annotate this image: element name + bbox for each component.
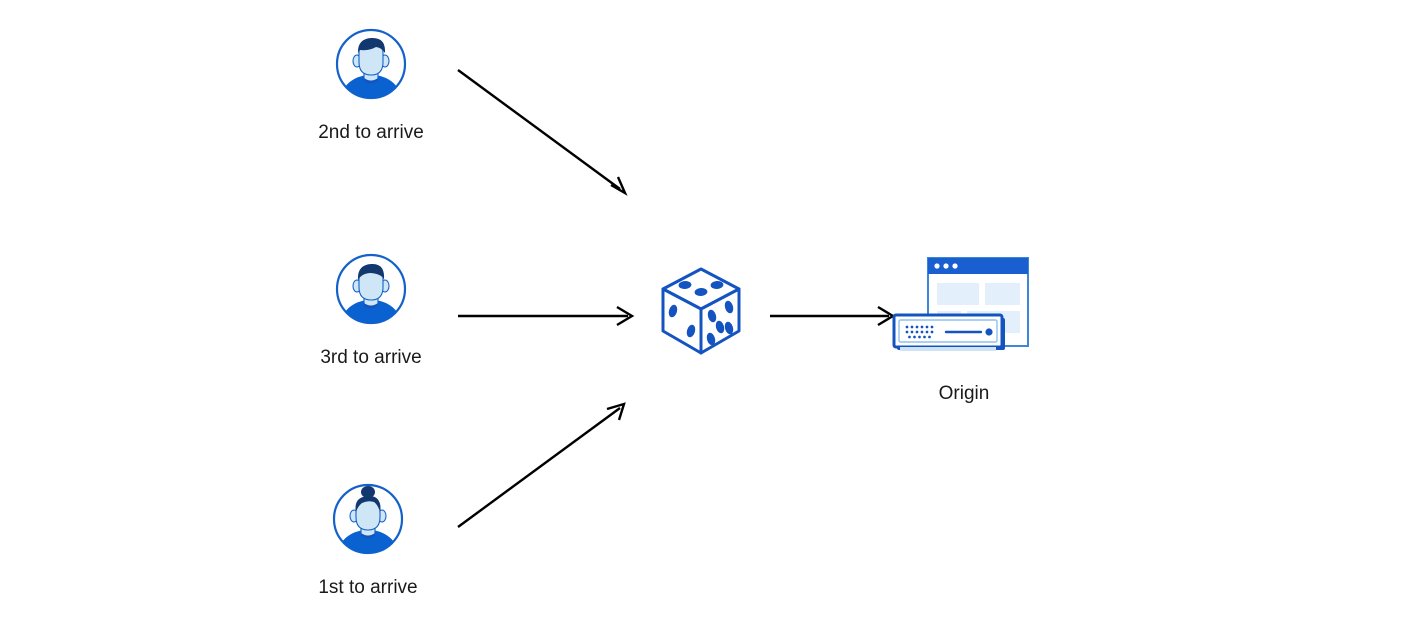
user-avatar-icon: [330, 481, 406, 562]
node-load-balancer-dice[interactable]: [651, 261, 751, 366]
client-third-label: 3rd to arrive: [320, 347, 422, 368]
origin-label: Origin: [938, 383, 990, 404]
arrow-dice-to-origin: [770, 305, 896, 327]
node-client-third[interactable]: 3rd to arrive: [297, 251, 445, 367]
user-avatar-icon: [333, 251, 409, 332]
arrow-second-to-dice: [457, 69, 628, 196]
node-origin-server[interactable]: Origin: [884, 252, 1044, 403]
node-client-first[interactable]: 1st to arrive: [294, 481, 442, 597]
server-device: [892, 313, 1005, 351]
dice-icon: [651, 261, 751, 366]
client-first-label: 1st to arrive: [318, 577, 418, 598]
node-client-second[interactable]: 2nd to arrive: [297, 26, 445, 142]
client-second-label: 2nd to arrive: [318, 122, 424, 143]
user-avatar-icon: [333, 26, 409, 107]
arrow-first-to-dice: [457, 402, 626, 528]
arrow-third-to-dice: [458, 305, 635, 327]
origin-server-icon: [884, 252, 1044, 372]
